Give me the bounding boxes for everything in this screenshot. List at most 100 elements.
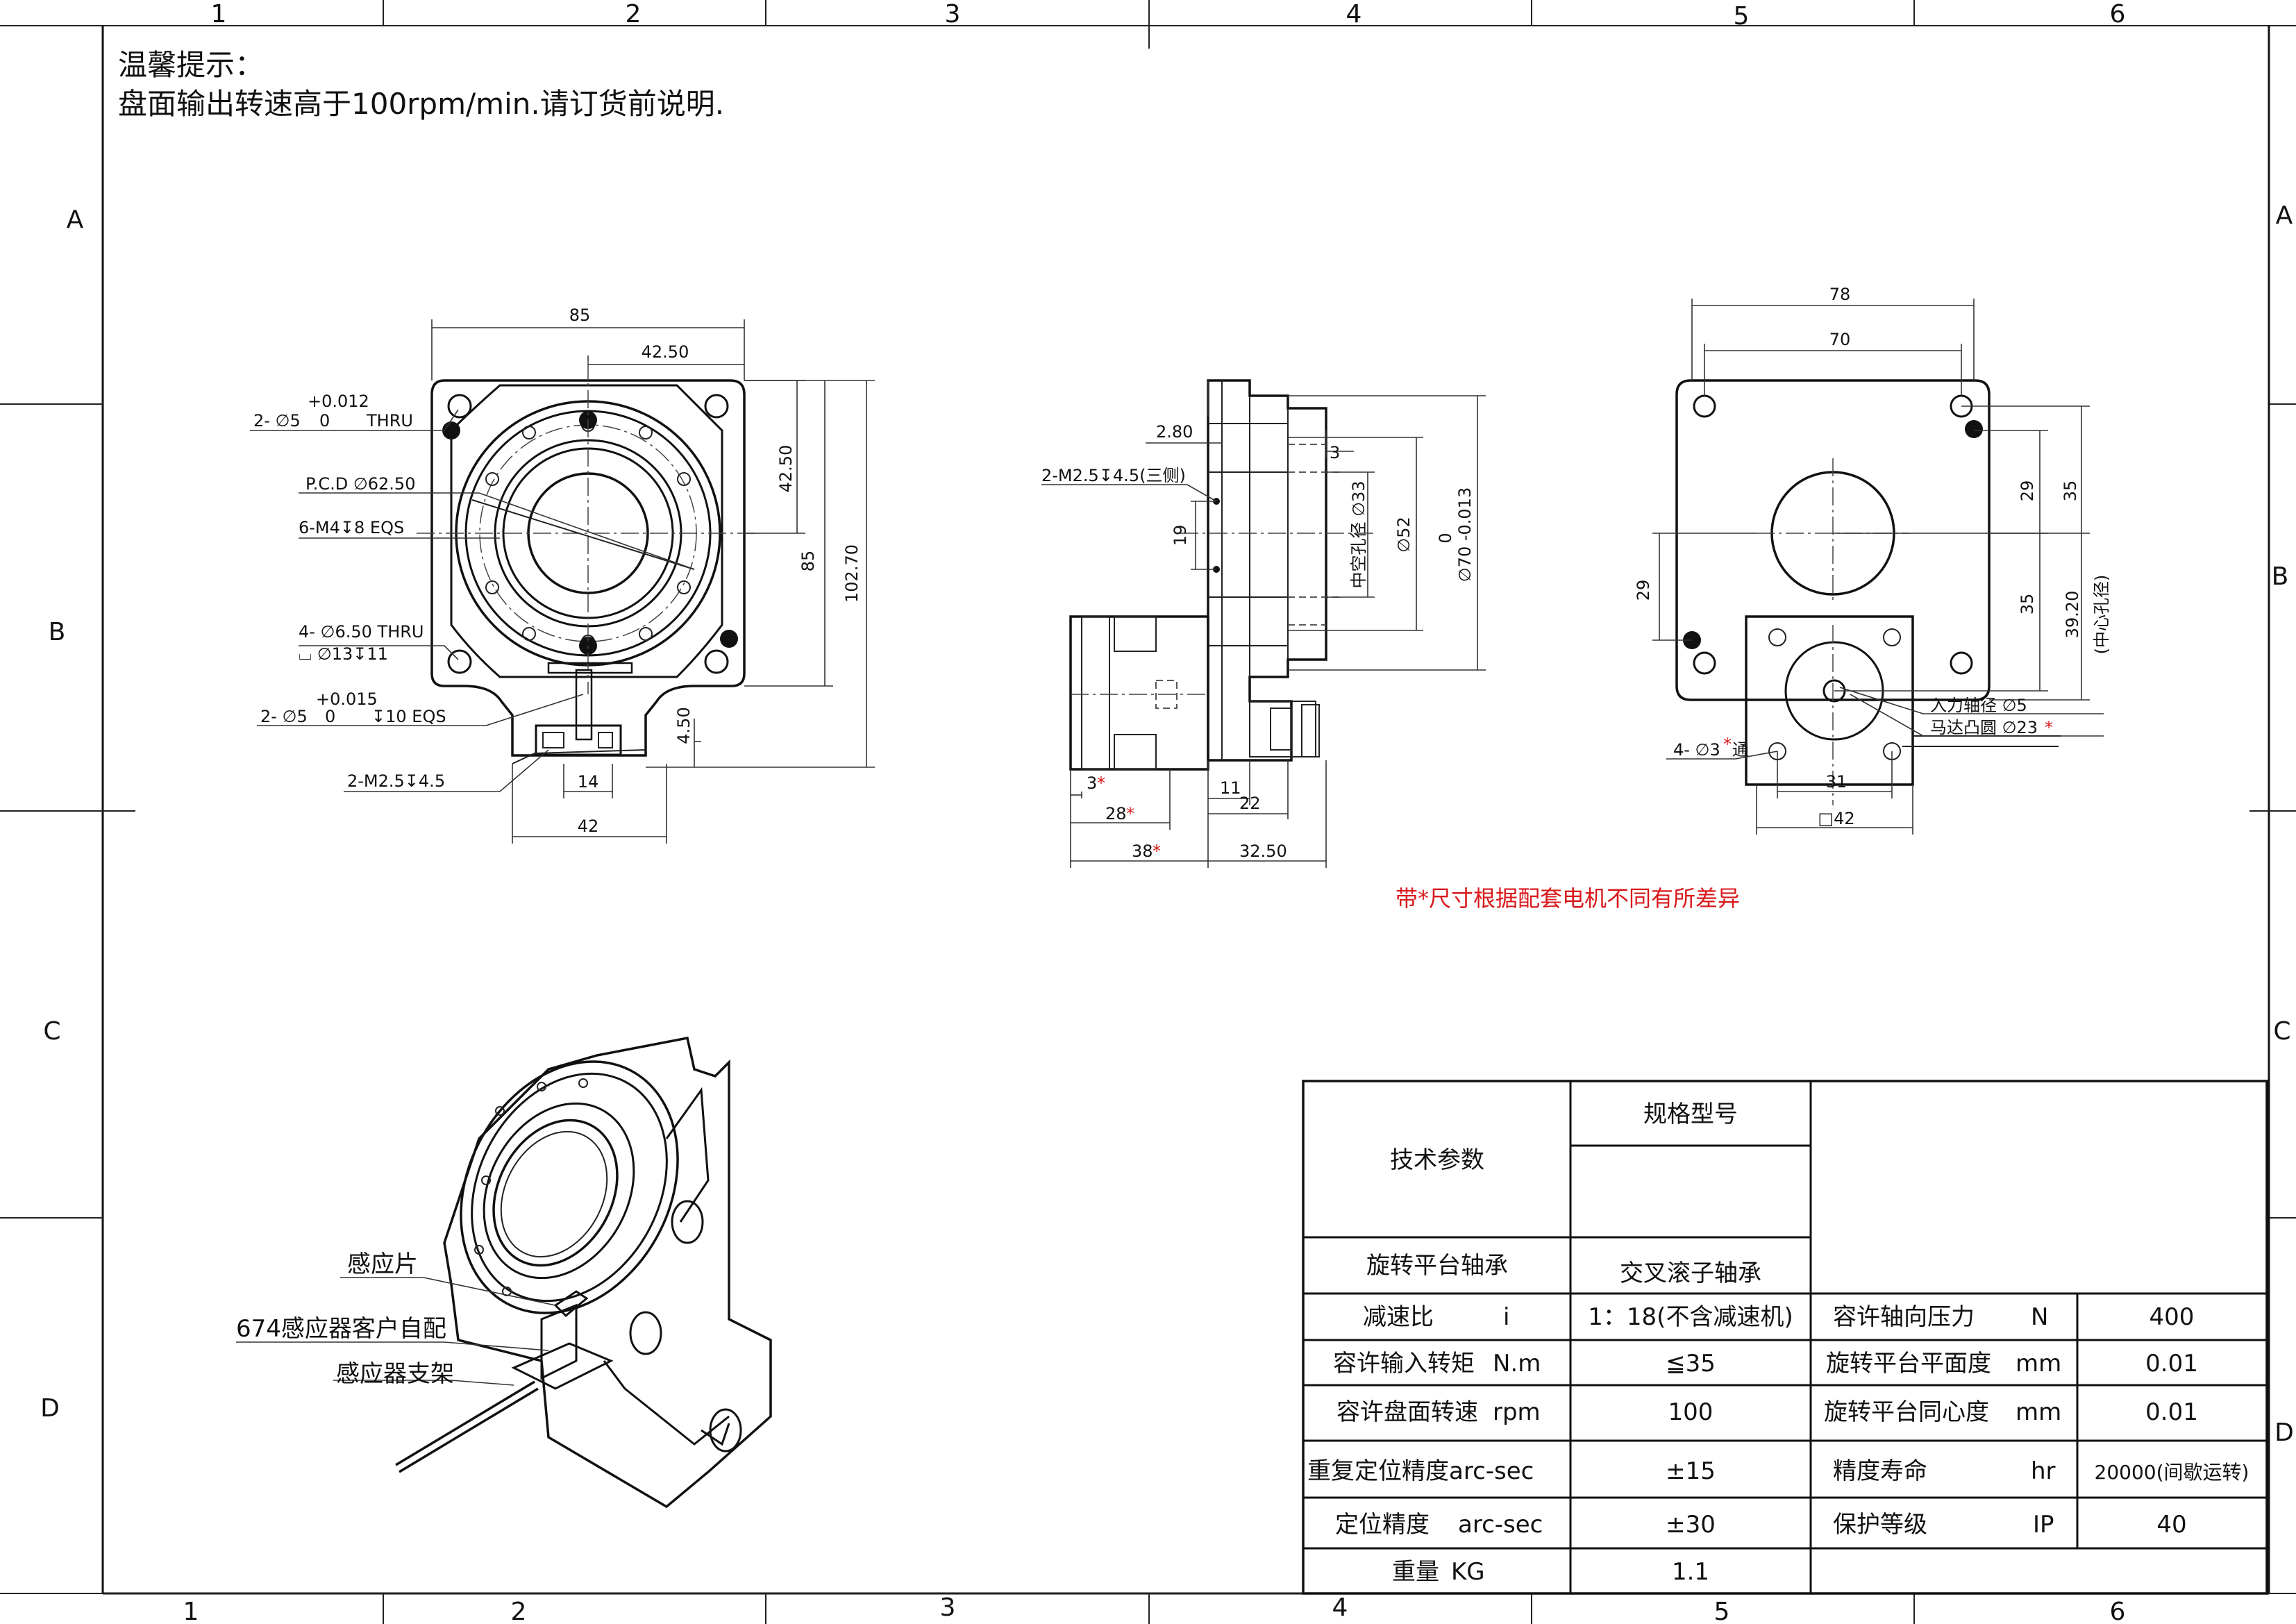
dim-85: 85	[569, 305, 591, 325]
col-label: 4	[1332, 1593, 1348, 1622]
pcd-label: P.C.D ∅62.50	[305, 474, 415, 494]
row-label: B	[2272, 562, 2289, 591]
motor-note: 带*尺寸根据配套电机不同有所差异	[1396, 885, 1740, 912]
row-label: B	[49, 618, 66, 646]
row-label: 容许输入转矩	[1333, 1350, 1475, 1378]
row-label: 重复定位精度arc-sec	[1307, 1457, 1534, 1485]
dim-3: 3	[1330, 443, 1340, 462]
row-unit: rpm	[1493, 1398, 1541, 1426]
row-value: 1.1	[1672, 1558, 1709, 1586]
dim-35a: 35	[2061, 480, 2080, 502]
dim-b28: 28	[1105, 804, 1127, 823]
col-label: 2	[511, 1598, 527, 1624]
dim-70: 70	[1829, 330, 1851, 349]
column-numbers-bottom: 1 2 3 4 5 6	[183, 1593, 2126, 1624]
row-label: 容许盘面转速	[1336, 1398, 1478, 1426]
col-label: 6	[2110, 1598, 2126, 1624]
row-unit: mm	[2016, 1350, 2061, 1378]
dim-70-zero: 0	[1436, 533, 1455, 543]
dim-4-50: 4.50	[674, 707, 694, 744]
iso-view	[236, 1036, 772, 1509]
row-value: 0.01	[2145, 1398, 2198, 1426]
row-unit: i	[1503, 1303, 1509, 1331]
m25-three-label: 2-M2.5↧4.5(三侧)	[1041, 466, 1186, 485]
dim-b38: 38	[1132, 842, 1153, 861]
col-label: 3	[940, 1593, 956, 1622]
pin-zero: 0	[325, 707, 335, 726]
row-value: 400	[2150, 1303, 2195, 1331]
star: *	[1723, 735, 1732, 754]
through-label: 通	[1732, 740, 1749, 760]
spec-table-text: 技术参数 规格型号 旋转平台轴承 交叉滚子轴承 减速比 i 1：18(不含减速机…	[1307, 1100, 2249, 1586]
dim-sq42: □42	[1818, 809, 1854, 828]
row-unit: arc-sec	[1458, 1511, 1543, 1539]
iso-callouts: 感应片 674感应器客户自配 感应器支架	[236, 1250, 454, 1388]
callout-sensor-plate: 感应片	[347, 1250, 418, 1278]
row-label: 减速比	[1363, 1303, 1434, 1331]
col-label: 1	[211, 0, 227, 28]
rear-view	[1652, 299, 2104, 835]
column-numbers-top: 1 2 3 4 5 6	[211, 0, 2126, 31]
star: *	[2045, 718, 2053, 737]
row-label: 旋转平台同心度	[1824, 1398, 1989, 1426]
pin-label: 2- ∅5	[260, 707, 308, 726]
row-value: 40	[2156, 1511, 2186, 1539]
input-shaft-label: 入力轴径 ∅5	[1930, 696, 2027, 715]
row-label: 旋转平台平面度	[1826, 1350, 1991, 1378]
dim-70: ∅70 -0.013	[1455, 487, 1475, 582]
star: *	[1126, 804, 1134, 823]
holes4-label: 4- ∅6.50 THRU	[299, 622, 424, 642]
row-label: 旋转平台轴承	[1366, 1252, 1508, 1280]
col-label: 2	[626, 0, 642, 28]
row-label: D	[40, 1394, 60, 1423]
dim-b11: 11	[1220, 778, 1241, 798]
dim-33: 中空孔径 ∅33	[1349, 480, 1368, 588]
hole-thru: THRU	[366, 411, 413, 430]
holes3-label: 4- ∅3	[1673, 740, 1720, 760]
row-unit: N.m	[1493, 1350, 1541, 1378]
hole-tolerance: +0.012	[308, 392, 369, 411]
star: *	[1153, 842, 1161, 861]
row-label: 重量	[1392, 1558, 1439, 1586]
dim-52: ∅52	[1394, 517, 1414, 552]
row-value: 交叉滚子轴承	[1620, 1259, 1761, 1287]
hole-zero: 0	[319, 411, 330, 430]
row-value: 100	[1668, 1398, 1713, 1426]
row-value: ≦35	[1666, 1350, 1716, 1378]
cbore-label: ⌴ ∅13↧11	[299, 644, 388, 664]
dim-102-70: 102.70	[842, 544, 862, 603]
dim-b32-50: 32.50	[1239, 842, 1287, 861]
dim-hole-center: (中心孔径)	[2092, 575, 2111, 655]
row-label: A	[67, 206, 84, 234]
dim-b22: 22	[1239, 794, 1261, 813]
row-unit: KG	[1451, 1558, 1485, 1586]
row-value: 1：18(不含减速机)	[1588, 1303, 1793, 1331]
row-unit: mm	[2016, 1398, 2061, 1426]
dim-42-50: 42.50	[642, 342, 689, 362]
row-label: A	[2276, 201, 2293, 230]
col-label: 6	[2110, 0, 2126, 28]
side-view	[1041, 379, 1486, 868]
col-label: 3	[945, 0, 961, 28]
row-value: ±15	[1666, 1457, 1716, 1485]
row-unit: hr	[2031, 1457, 2056, 1485]
dim-78: 78	[1829, 285, 1851, 304]
front-view-dims: 85 42.50 42.50 85 102.70 4.50 14 42 +0.0…	[253, 305, 862, 836]
dim-2-80: 2.80	[1156, 422, 1193, 442]
row-label: 精度寿命	[1833, 1457, 1927, 1485]
dim-42: 42	[578, 817, 599, 836]
callout-bracket: 感应器支架	[336, 1360, 454, 1388]
spec-table	[1302, 1080, 2268, 1595]
motor-boss-label: 马达凸圆 ∅23	[1930, 718, 2038, 737]
dim-14: 14	[578, 772, 599, 792]
row-value: ±30	[1666, 1511, 1716, 1539]
pin-depth: ↧10 EQS	[371, 707, 446, 726]
dim-42-50-v: 42.50	[776, 445, 796, 493]
dim-35b: 35	[2018, 594, 2037, 615]
dim-19: 19	[1171, 525, 1190, 546]
col-label: 5	[1734, 2, 1750, 31]
notice-title: 温馨提示：	[118, 48, 264, 82]
row-label: C	[43, 1017, 60, 1046]
